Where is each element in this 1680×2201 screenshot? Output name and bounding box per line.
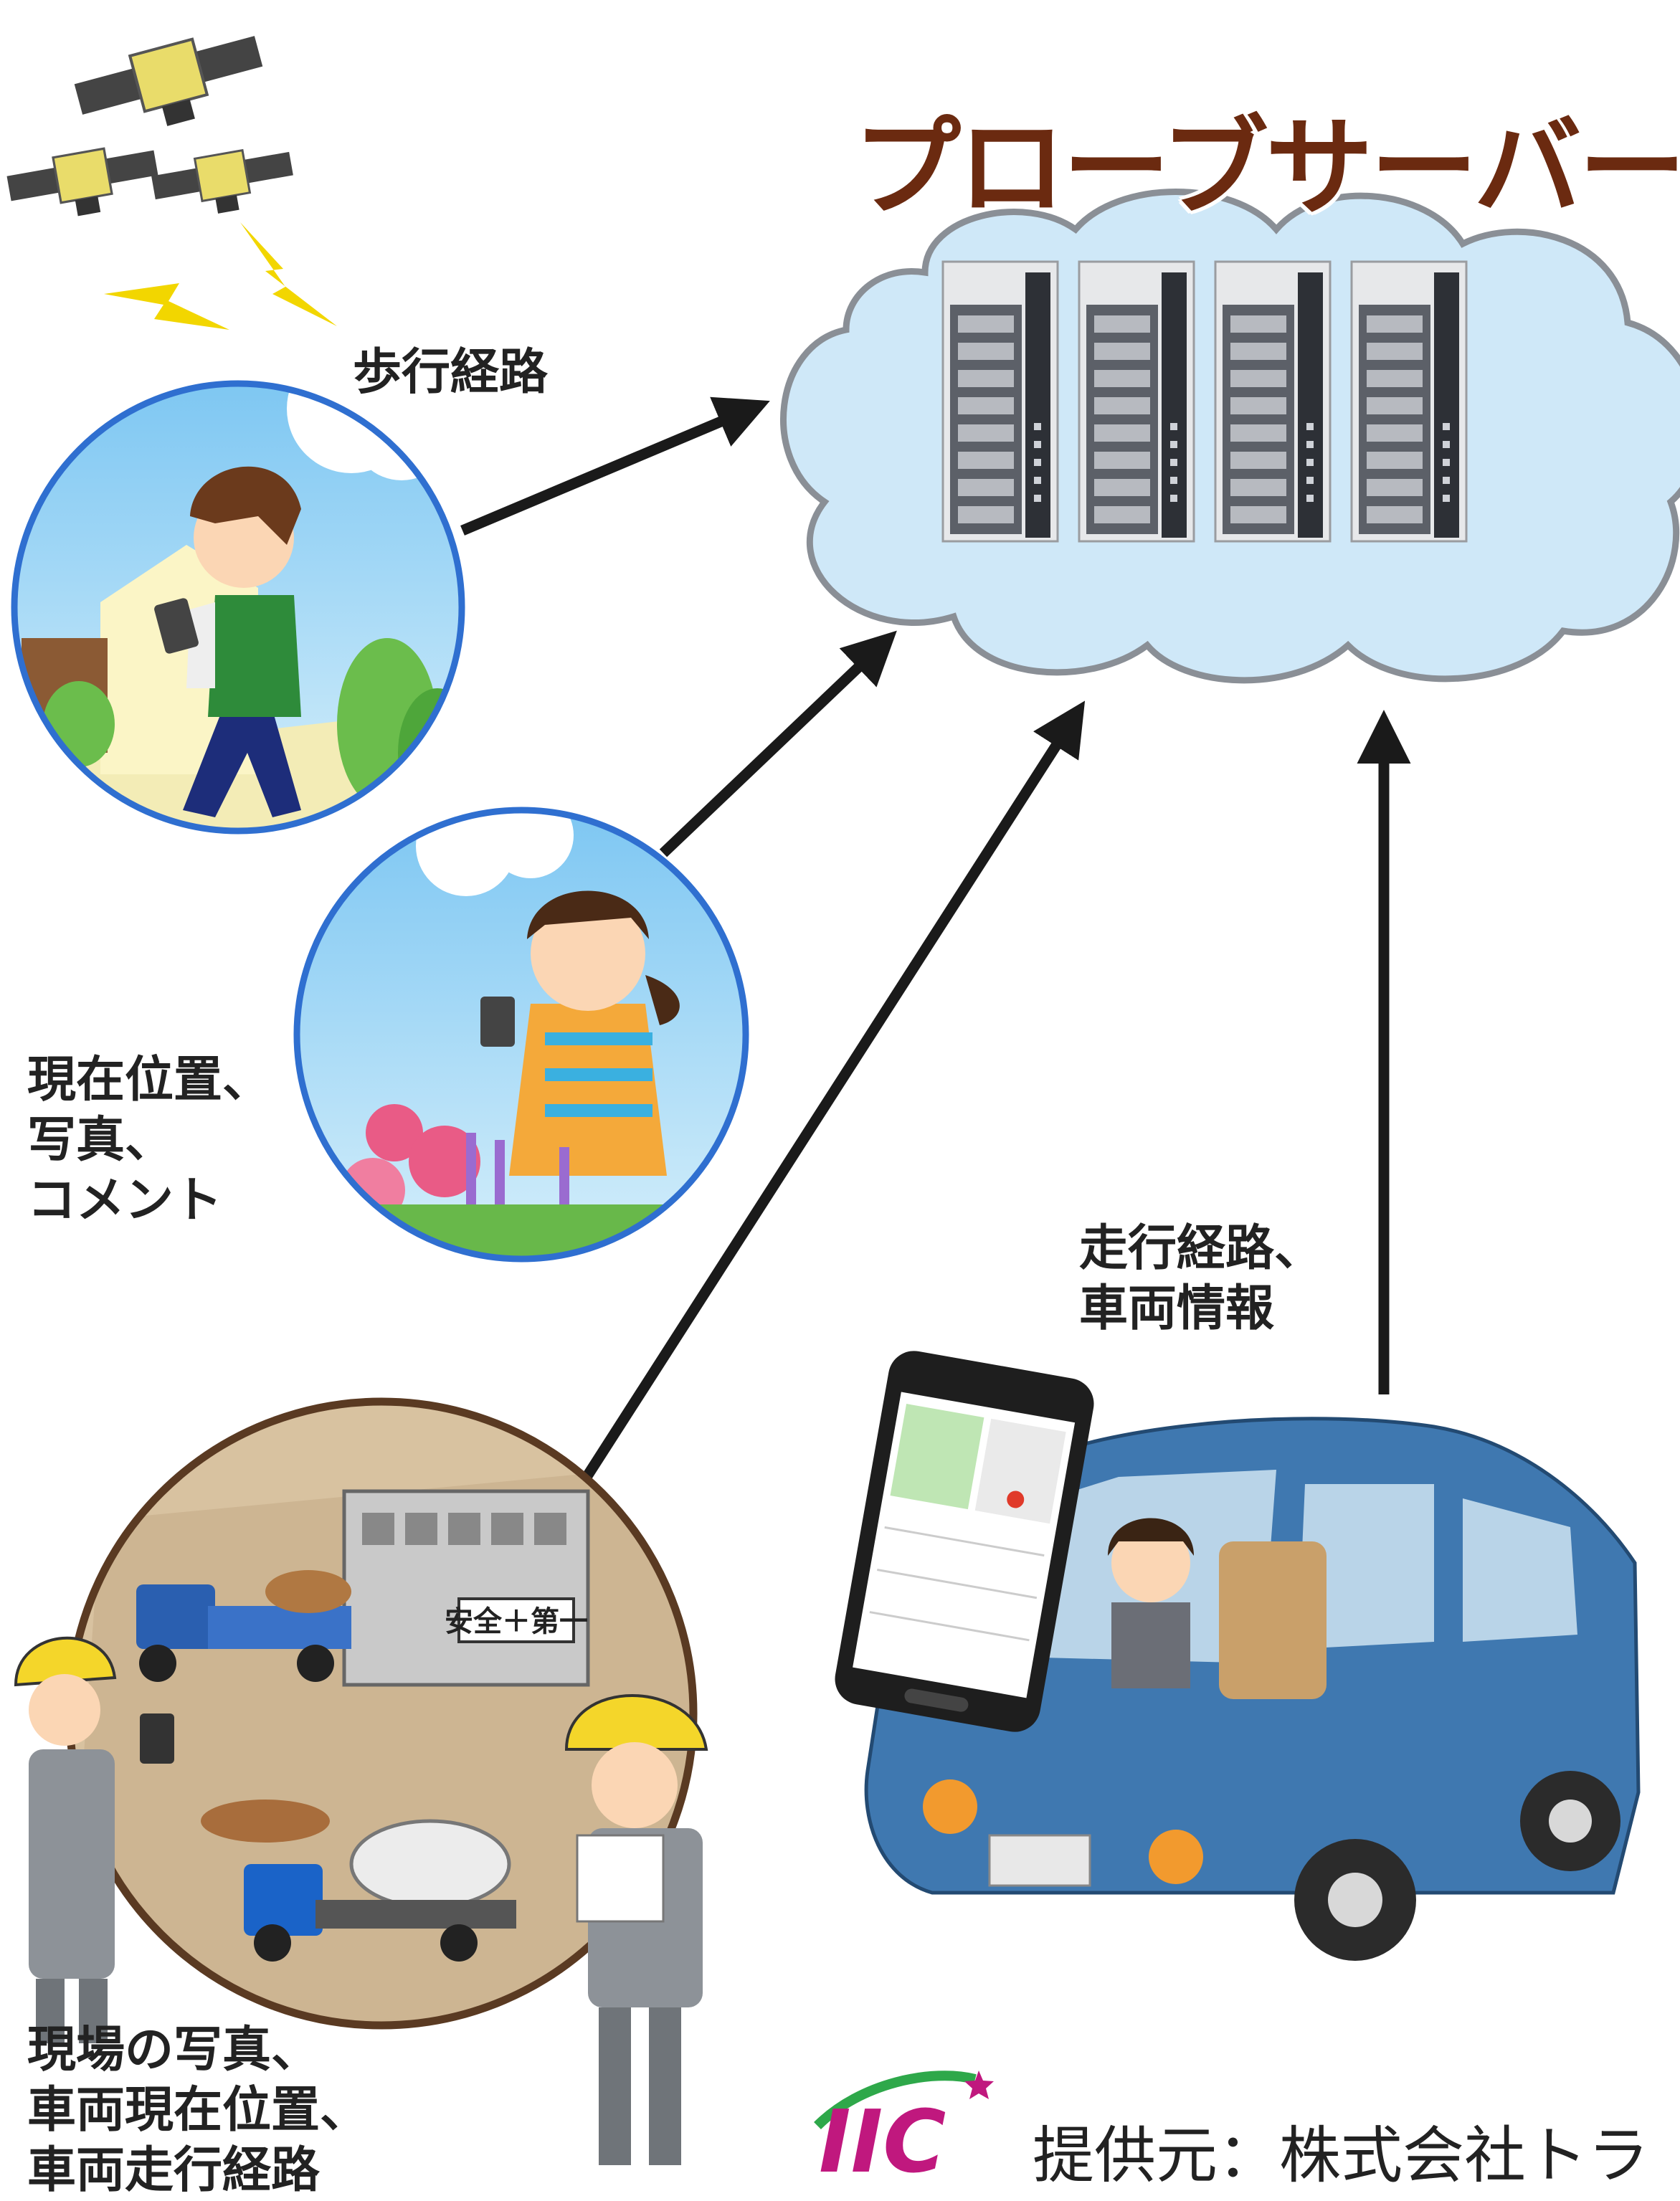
data-flow-arrows xyxy=(460,396,1411,1484)
probe-server-title: プローブサーバー xyxy=(853,106,1680,231)
walk-route-label: 歩行経路 xyxy=(353,344,549,401)
label-line: 走行経路、 xyxy=(1079,1220,1324,1277)
label-line: 車両情報 xyxy=(1079,1280,1275,1337)
drive-route-vehicle-info-label: 走行経路、 車両情報 xyxy=(1079,1219,1323,1339)
site-to-server-arrow xyxy=(579,700,1086,1484)
signal-lightning-icon xyxy=(104,222,337,330)
iic-logo-text: IIC xyxy=(819,2093,946,2192)
iic-logo-icon xyxy=(814,2071,994,2129)
position-photo-comment-label: 現在位置、 写真、 コメント xyxy=(27,1050,271,1231)
walker-to-server-arrow xyxy=(460,396,770,536)
photo-to-server-arrow xyxy=(659,630,897,857)
smartphone-icon xyxy=(835,1351,1094,1732)
construction-site-illustration: 安全＋第一 xyxy=(65,1397,698,2030)
label-line: 写真、 xyxy=(27,1112,174,1169)
label-line: コメント xyxy=(27,1172,223,1229)
label-line: 現在位置、 xyxy=(27,1052,272,1108)
walker-illustration xyxy=(11,380,465,835)
label-line: 現場の写真、 xyxy=(27,2022,321,2078)
worker-with-phone-illustration xyxy=(14,1636,174,2043)
worker-with-plan-illustration xyxy=(564,1694,708,2165)
photo-sharing-illustration xyxy=(293,807,749,1263)
server-rack-icon xyxy=(941,260,1468,543)
label-line: 車両走行経路 xyxy=(27,2142,321,2199)
site-info-label: 現場の写真、 車両現在位置、 車両走行経路 xyxy=(27,2020,369,2201)
label-line: 車両現在位置、 xyxy=(27,2082,369,2139)
safety-first-sign: 安全＋第一 xyxy=(445,1605,588,1638)
satellite-icon xyxy=(6,36,293,217)
credit-text: 提供元：株式会社トラ xyxy=(1033,2120,1649,2192)
